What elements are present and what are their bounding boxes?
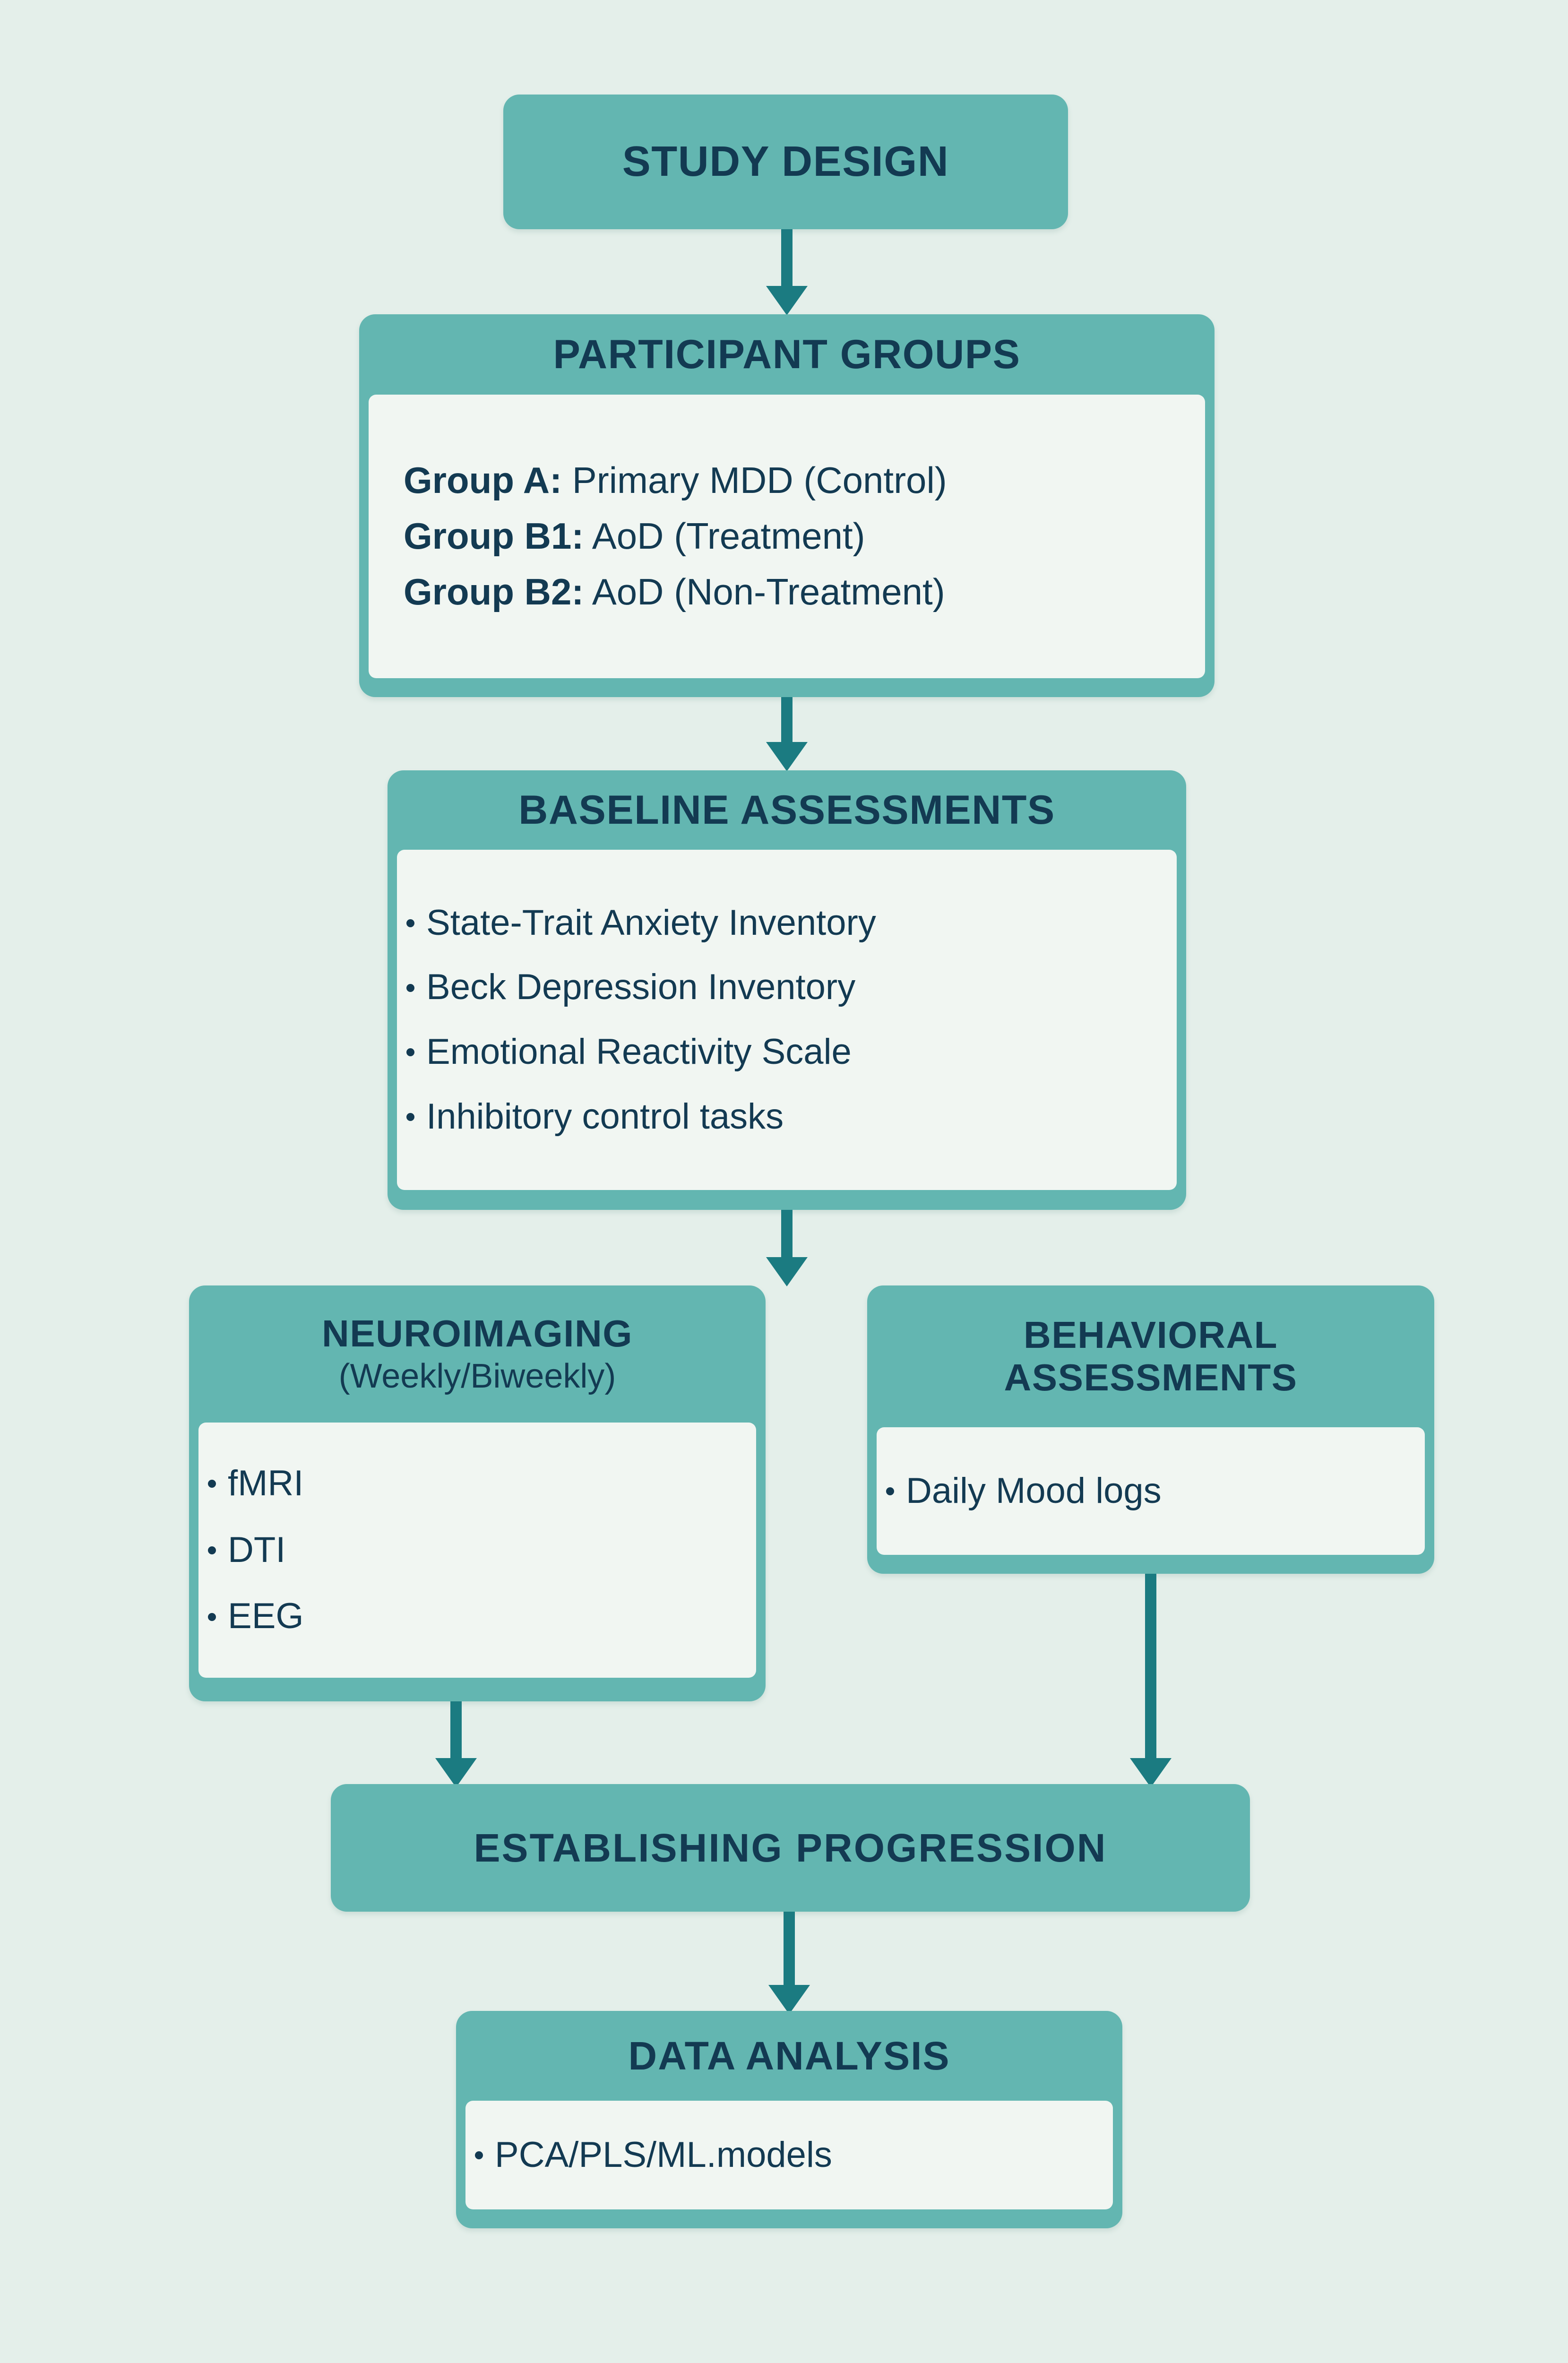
list-item: State-Trait Anxiety Inventory [397,904,1177,942]
neuroimaging-panel: fMRI DTI EEG [198,1423,756,1678]
behavioral-assessments-title: BEHAVIORAL ASSESSMENTS [877,1285,1425,1427]
arrow-head-icon [766,1257,808,1286]
neuroimaging-subtitle: (Weekly/Biweekly) [338,1357,616,1396]
list-item: fMRI [198,1465,756,1503]
node-baseline-assessments[interactable]: BASELINE ASSESSMENTS State-Trait Anxiety… [388,770,1186,1210]
arrow-groups-to-baseline [766,697,808,773]
list-item: EEG [198,1597,756,1636]
baseline-assessments-title: BASELINE ASSESSMENTS [518,787,1055,833]
arrow-neuroimaging-to-progression [435,1701,477,1789]
list-item: Emotional Reactivity Scale [397,1033,1177,1071]
list-item: Daily Mood logs [877,1472,1425,1510]
arrow-head-icon [768,1985,810,2014]
baseline-assessments-panel: State-Trait Anxiety Inventory Beck Depre… [397,850,1177,1190]
arrow-progression-to-data-analysis [768,1912,810,2016]
arrow-head-icon [766,286,808,315]
node-establishing-progression[interactable]: ESTABLISHING PROGRESSION [331,1784,1250,1912]
group-label: Group B2: [404,570,584,612]
node-behavioral-assessments[interactable]: BEHAVIORAL ASSESSMENTS Daily Mood logs [867,1285,1434,1574]
list-item: Group B1: AoD (Treatment) [404,517,947,556]
neuroimaging-title-main: NEUROIMAGING [322,1312,633,1354]
arrow-stem [1145,1574,1156,1760]
behavioral-assessments-title-line1: BEHAVIORAL [1024,1314,1278,1356]
behavioral-assessments-panel: Daily Mood logs [877,1427,1425,1555]
arrow-stem [781,697,793,744]
node-data-analysis[interactable]: DATA ANALYSIS PCA/PLS/ML.models [456,2011,1122,2228]
arrow-stem [781,229,793,288]
group-detail: AoD (Non-Treatment) [584,570,945,612]
arrow-baseline-to-branches [766,1210,808,1288]
group-detail: Primary MDD (Control) [562,459,947,501]
group-label: Group B1: [404,515,584,557]
list-item: Group A: Primary MDD (Control) [404,461,947,500]
node-participant-groups[interactable]: PARTICIPANT GROUPS Group A: Primary MDD … [359,314,1215,697]
establishing-progression-title: ESTABLISHING PROGRESSION [474,1825,1107,1870]
neuroimaging-title: NEUROIMAGING (Weekly/Biweekly) [198,1285,756,1423]
list-item: Beck Depression Inventory [397,968,1177,1007]
node-neuroimaging[interactable]: NEUROIMAGING (Weekly/Biweekly) fMRI DTI … [189,1285,766,1701]
arrow-head-icon [1130,1758,1172,1787]
arrow-stem [784,1912,795,1987]
study-design-title: STUDY DESIGN [622,138,949,186]
data-analysis-panel: PCA/PLS/ML.models [465,2101,1113,2209]
participant-groups-title: PARTICIPANT GROUPS [553,331,1021,377]
arrow-behavioral-to-progression [1129,1574,1172,1789]
arrow-head-icon [435,1758,477,1787]
arrow-study-to-groups [766,229,808,317]
participant-groups-panel: Group A: Primary MDD (Control) Group B1:… [369,395,1205,678]
arrow-stem [450,1701,462,1760]
list-item: DTI [198,1531,756,1570]
arrow-head-icon [766,742,808,771]
list-item: Group B2: AoD (Non-Treatment) [404,570,947,612]
list-item: Inhibitory control tasks [397,1097,1177,1136]
group-label: Group A: [404,459,562,501]
data-analysis-title: DATA ANALYSIS [628,2033,950,2078]
list-item: PCA/PLS/ML.models [465,2136,1113,2174]
behavioral-assessments-title-line2: ASSESSMENTS [1004,1356,1298,1398]
arrow-stem [781,1210,793,1259]
group-detail: AoD (Treatment) [584,515,865,557]
node-study-design[interactable]: STUDY DESIGN [503,95,1068,229]
